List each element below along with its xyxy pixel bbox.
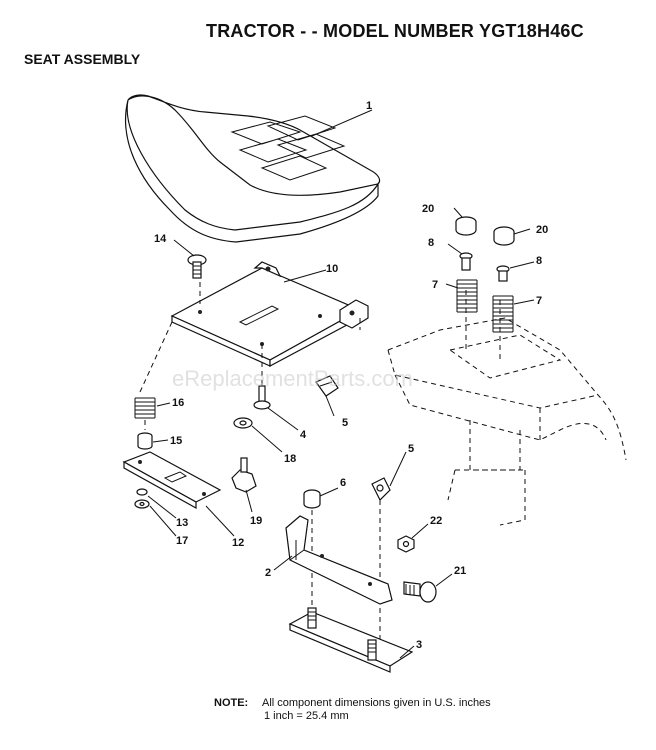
callout-18: 18 [284, 453, 296, 465]
part-seat-plate-10[interactable] [170, 261, 369, 367]
callout-16: 16 [172, 397, 184, 409]
fender-outline [387, 317, 627, 526]
callout-14: 14 [154, 233, 167, 245]
callout-19: 19 [250, 515, 262, 527]
callout-7-right: 7 [536, 295, 542, 307]
part-bolt-8-left[interactable] [459, 252, 473, 271]
callout-2: 2 [265, 567, 271, 579]
part-bushing-6[interactable] [303, 489, 321, 509]
part-clip-5-upper[interactable] [315, 375, 339, 397]
note-line-1: All component dimensions given in U.S. i… [262, 697, 491, 709]
callout-5-lower: 5 [408, 443, 414, 455]
part-spring-7-left[interactable] [456, 279, 478, 313]
part-bolt-14[interactable] [187, 254, 207, 279]
part-nut-13[interactable] [136, 488, 148, 496]
callout-8-right: 8 [536, 255, 542, 267]
leader-lines [147, 109, 535, 659]
part-spring-16[interactable] [134, 397, 156, 419]
part-bolt-21[interactable] [403, 581, 437, 603]
note-label: NOTE: [214, 697, 249, 709]
callout-7-left: 7 [432, 279, 438, 291]
callout-22: 22 [430, 515, 442, 527]
callout-12: 12 [232, 537, 244, 549]
part-knob-19[interactable] [231, 457, 257, 493]
callout-1: 1 [366, 100, 372, 112]
part-base-plate-3[interactable] [288, 607, 414, 673]
part-slide-plate-12[interactable] [122, 451, 222, 510]
callout-8-left: 8 [428, 237, 434, 249]
callout-10: 10 [326, 263, 338, 275]
part-bolt-4[interactable] [253, 385, 271, 410]
part-spacer-20-right[interactable] [493, 226, 515, 246]
callout-21: 21 [454, 565, 466, 577]
callout-13: 13 [176, 517, 188, 529]
page-title: TRACTOR - - MODEL NUMBER YGT18H46C [206, 21, 584, 41]
part-spacer-20-left[interactable] [455, 216, 477, 236]
callout-20-right: 20 [536, 224, 548, 236]
callout-4: 4 [300, 429, 307, 441]
part-spring-7-right[interactable] [492, 295, 514, 333]
watermark-text: eReplacementParts.com [172, 366, 413, 391]
part-seat[interactable] [124, 94, 381, 243]
part-washer-17[interactable] [134, 499, 150, 509]
part-clip-5-lower[interactable] [371, 477, 391, 502]
dimension-note: NOTE: All component dimensions given in U… [214, 697, 491, 723]
part-bolt-8-right[interactable] [496, 265, 510, 282]
part-washer-18[interactable] [233, 417, 253, 429]
callout-20-left: 20 [422, 203, 434, 215]
part-bushing-15[interactable] [137, 432, 153, 450]
callout-17: 17 [176, 535, 188, 547]
callouts: 1 2 3 4 5 5 6 7 7 8 8 10 12 13 14 15 16 … [154, 100, 548, 651]
callout-3: 3 [416, 639, 422, 651]
note-line-2: 1 inch = 25.4 mm [264, 710, 349, 722]
part-nut-22[interactable] [397, 535, 415, 553]
part-bracket-2[interactable] [285, 515, 393, 605]
section-title: SEAT ASSEMBLY [24, 51, 141, 67]
callout-15: 15 [170, 435, 182, 447]
callout-5-upper: 5 [342, 417, 348, 429]
callout-6: 6 [340, 477, 346, 489]
